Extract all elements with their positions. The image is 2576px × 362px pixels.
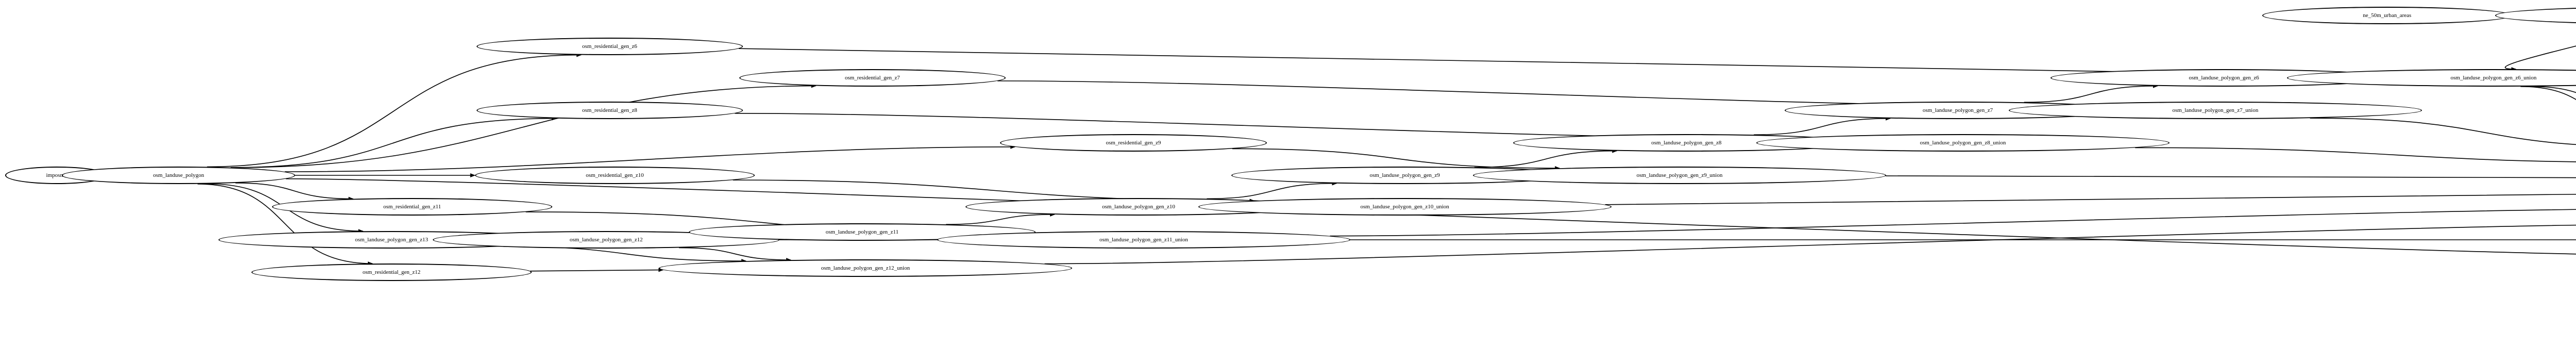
- node-osm-residential-gen-z10[interactable]: osm_residential_gen_z10: [474, 167, 755, 184]
- node-osm-residential-gen-z7[interactable]: osm_residential_gen_z7: [739, 69, 1006, 87]
- node-osm-landuse-polygon[interactable]: osm_landuse_polygon: [62, 167, 295, 184]
- node-label: osm_landuse_polygon_gen_z13: [355, 236, 428, 243]
- edge-osm-landuse-polygon--to--osm-residential-gen-z9: [284, 144, 1016, 172]
- edge-osm-landuse-polygon--to--osm-residential-gen-z11: [235, 183, 354, 201]
- node-ne-50m-urban-areas[interactable]: ne_50m_urban_areas: [2262, 7, 2512, 24]
- node-osm-landuse-polygon-gen-z6-union[interactable]: osm_landuse_polygon_gen_z6_union: [2287, 69, 2576, 87]
- node-label: osm_landuse_polygon_gen_z6_union: [2450, 74, 2537, 81]
- edge-osm-landuse-polygon-gen-z7-union--to--layer-landuse-z7: [2310, 118, 2576, 145]
- node-osm-landuse-polygon-gen-z10-union[interactable]: osm_landuse_polygon_gen_z10_union: [1198, 198, 1612, 216]
- node-osm-landuse-polygon-gen-z11-union[interactable]: osm_landuse_polygon_gen_z11_union: [937, 231, 1350, 249]
- edge-osm-landuse-polygon-gen-z10--to--osm-landuse-polygon-gen-z9: [1207, 181, 1337, 200]
- node-label: osm_landuse_polygon_gen_z8_union: [1920, 139, 2006, 146]
- node-label: osm_landuse_polygon_gen_z7_union: [2172, 107, 2259, 113]
- node-osm-residential-gen-z6[interactable]: osm_residential_gen_z6: [476, 38, 743, 55]
- node-osm-landuse-polygon-gen-z12-union[interactable]: osm_landuse_polygon_gen_z12_union: [659, 259, 1072, 277]
- edge-osm-residential-gen-z6--to--osm-landuse-polygon-gen-z6-union: [739, 48, 2302, 77]
- edge-osm-landuse-polygon--to--osm-residential-gen-z8: [230, 116, 557, 168]
- node-osm-residential-gen-z9[interactable]: osm_residential_gen_z9: [1000, 134, 1267, 152]
- node-label: osm_landuse_polygon_gen_z9: [1369, 172, 1440, 178]
- node-label: osm_landuse_polygon_gen_z9_union: [1636, 172, 1723, 178]
- node-label: ne_50m_urban_areas: [2363, 12, 2412, 19]
- edge-osm-residential-gen-z12--to--osm-landuse-polygon-gen-z12-union: [530, 268, 664, 272]
- node-label: osm_landuse_polygon_gen_z11: [825, 228, 899, 235]
- edge-osm-landuse-polygon-gen-z8--to--osm-landuse-polygon-gen-z7: [1754, 116, 1891, 136]
- node-label: osm_landuse_polygon_gen_z7: [1922, 107, 1993, 113]
- node-label: osm_landuse_polygon_gen_z8: [1651, 139, 1722, 146]
- edge-osm-landuse-polygon--to--osm-residential-gen-z12: [197, 183, 373, 266]
- edge-osm-landuse-polygon-gen-z11-union--to--layer-landuse-z11: [1330, 209, 2576, 237]
- node-osm-landuse-polygon-gen-z12[interactable]: osm_landuse_polygon_gen_z12: [433, 231, 779, 249]
- edge-osm-residential-gen-z10--to--osm-landuse-polygon-gen-z10-union: [733, 179, 1255, 203]
- node-label: osm_landuse_polygon: [153, 172, 205, 178]
- node-osm-landuse-polygon-gen-z8-union[interactable]: osm_landuse_polygon_gen_z8_union: [1756, 134, 2170, 152]
- edge-osm-landuse-polygon--to--osm-residential-gen-z7: [233, 84, 817, 168]
- edge-osm-landuse-polygon-gen-z9--to--osm-landuse-polygon-gen-z8: [1474, 149, 1618, 168]
- node-label: osm_residential_gen_z12: [362, 269, 421, 275]
- node-label: osm_landuse_polygon_gen_z10: [1102, 203, 1175, 210]
- edge-osm-landuse-polygon-gen-z12--to--osm-landuse-polygon-gen-z12-union: [679, 247, 791, 262]
- edge-osm-landuse-polygon-gen-z11--to--osm-landuse-polygon-gen-z10: [946, 212, 1056, 225]
- edge-osm-landuse-polygon-gen-z12-union--to--layer-landuse-z12: [1044, 224, 2576, 265]
- node-label: osm_residential_gen_z10: [586, 172, 644, 178]
- node-label: imposm3: [46, 172, 67, 178]
- node-osm-residential-gen-z8[interactable]: osm_residential_gen_z8: [476, 102, 743, 119]
- edge-osm-landuse-polygon-gen-z6-union--to--layer-landuse-z5: [2531, 86, 2576, 93]
- edge-osm-landuse-polygon--to--osm-residential-gen-z6: [207, 53, 582, 168]
- edge-osm-landuse-polygon-gen-z7--to--osm-landuse-polygon-gen-z6: [2024, 84, 2158, 103]
- edge-osm-landuse-polygon-gen-z9-union--to--layer-landuse-z9: [1886, 175, 2576, 178]
- node-label: osm_residential_gen_z9: [1106, 139, 1161, 146]
- node-osm-landuse-polygon-gen-z7-union[interactable]: osm_landuse_polygon_gen_z7_union: [2009, 102, 2422, 119]
- node-label: osm_landuse_polygon_gen_z12: [569, 236, 643, 243]
- edge-osm-residential-gen-z9--to--osm-landuse-polygon-gen-z9-union: [1232, 148, 1561, 171]
- edge-osm-landuse-polygon-gen-z6-union--to--layer-landuse-z6: [2520, 86, 2576, 100]
- node-osm-residential-gen-z12[interactable]: osm_residential_gen_z12: [251, 264, 532, 281]
- node-label: osm_landuse_polygon_gen_z10_union: [1360, 203, 1449, 210]
- edge-osm-landuse-polygon--to--layer-landuse-z14-: [285, 178, 2576, 255]
- edge-osm-landuse-polygon-gen-z10-union--to--layer-landuse-z10: [1605, 193, 2576, 205]
- edge-ne-50m-urban-areas-gen-z5--to--osm-landuse-polygon-gen-z6-union: [2504, 45, 2576, 72]
- edge-osm-landuse-polygon-gen-z13--to--osm-landuse-polygon-gen-z12-union: [503, 246, 747, 264]
- node-label: osm_landuse_polygon_gen_z6: [2189, 74, 2259, 81]
- edge-osm-landuse-polygon-gen-z8-union--to--layer-landuse-z8: [2135, 147, 2576, 162]
- node-label: osm_residential_gen_z11: [383, 203, 441, 210]
- node-label: osm_residential_gen_z6: [582, 43, 637, 50]
- node-label: osm_residential_gen_z8: [582, 107, 637, 113]
- node-label: osm_landuse_polygon_gen_z11_union: [1099, 236, 1188, 243]
- node-label: osm_residential_gen_z7: [844, 74, 900, 81]
- node-label: osm_landuse_polygon_gen_z12_union: [821, 265, 910, 271]
- node-osm-residential-gen-z11[interactable]: osm_residential_gen_z11: [272, 198, 552, 216]
- node-osm-landuse-polygon-gen-z9-union[interactable]: osm_landuse_polygon_gen_z9_union: [1473, 167, 1886, 184]
